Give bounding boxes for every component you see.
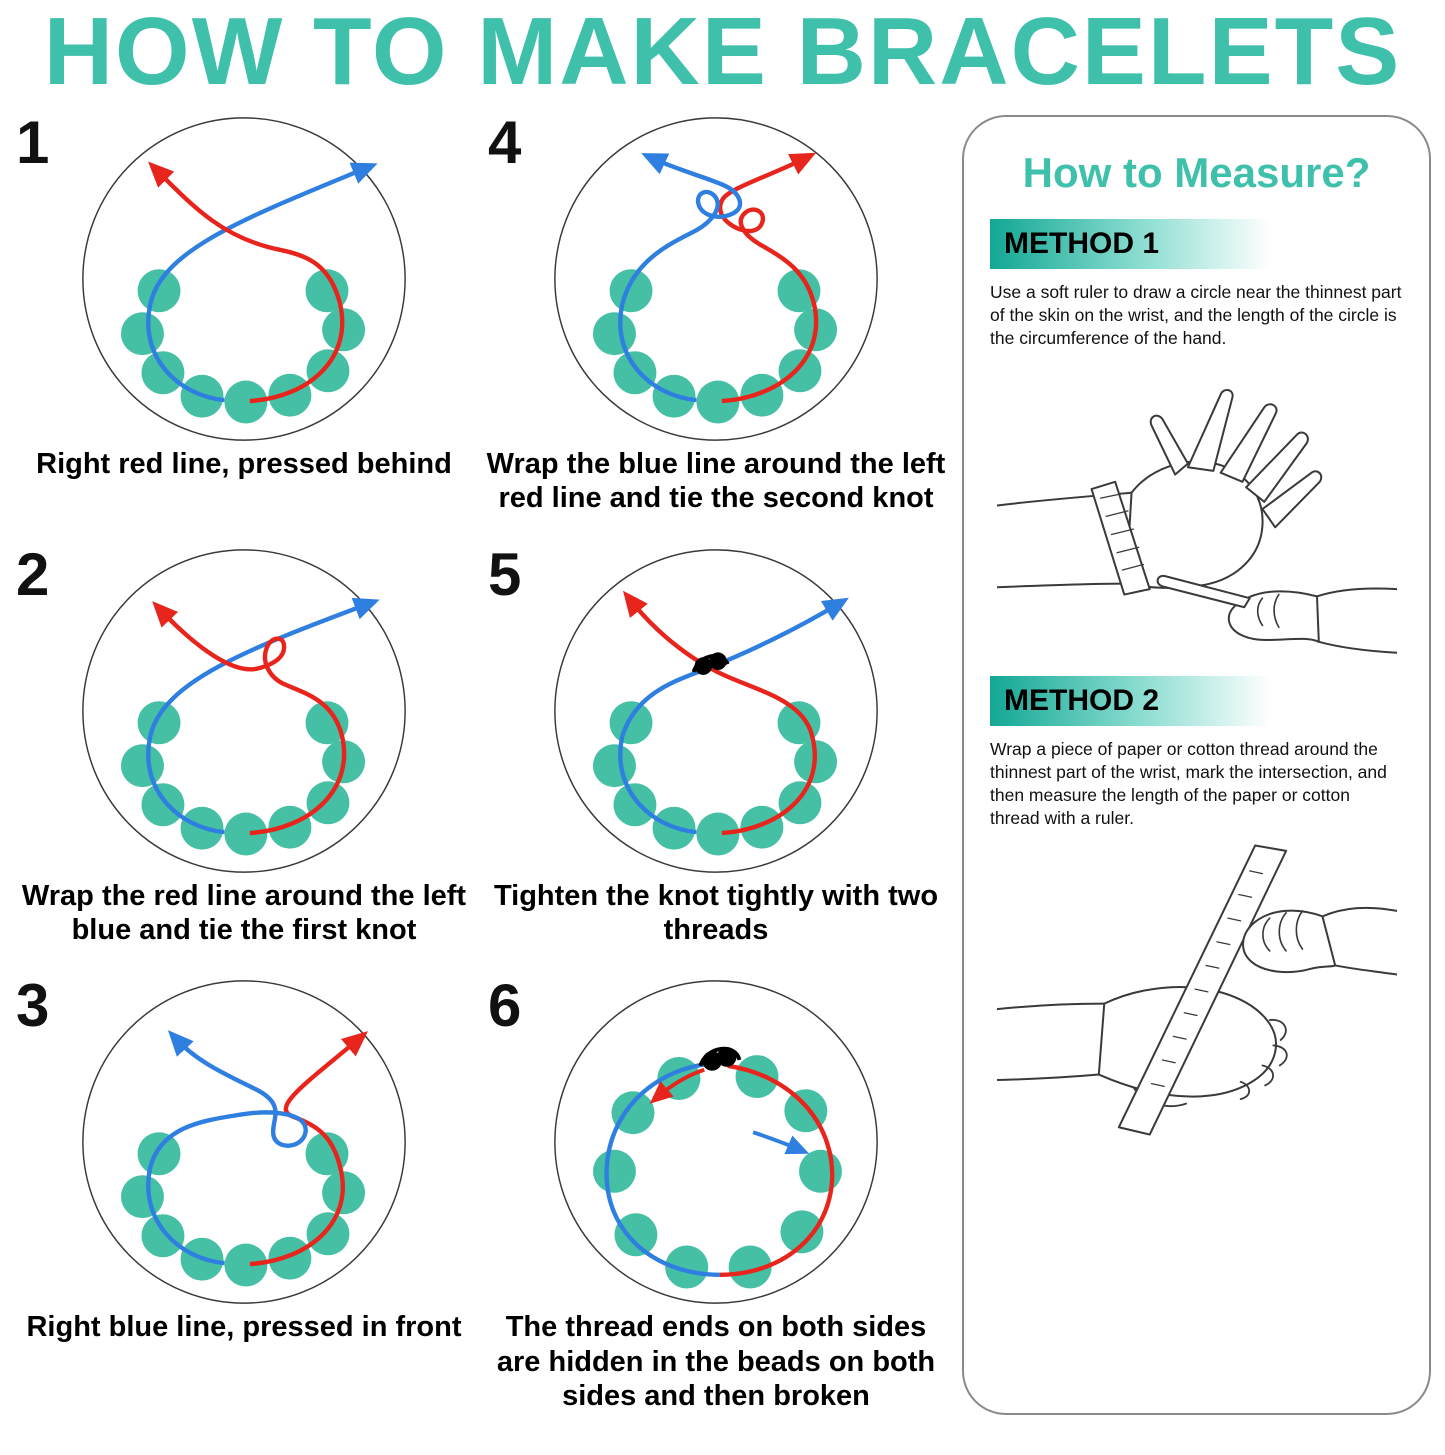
grasping-hand — [1241, 907, 1397, 976]
page-title: HOW TO MAKE BRACELETS — [43, 0, 1402, 105]
red-thread — [717, 152, 819, 404]
step-3-cell: 3 Right blue line, pressed in front — [8, 972, 480, 1414]
step-6-cell: 6 — [480, 972, 952, 1414]
beads — [120, 1132, 366, 1287]
step-1-cell: 1 Right red line, pressed behind — [8, 109, 480, 541]
beads — [120, 269, 366, 424]
knot — [698, 1047, 742, 1072]
step-5-cell: 5 Tighten the knot — [480, 541, 952, 973]
red-thread — [249, 1031, 368, 1267]
knot — [691, 651, 730, 675]
red-thread — [152, 600, 347, 835]
step-1-caption: Right red line, pressed behind — [36, 447, 452, 480]
measure-panel: How to Measure? METHOD 1 Use a soft rule… — [962, 114, 1431, 1415]
blue-thread-end — [752, 1130, 810, 1155]
steps-grid: 1 Right red line, pressed behind 4 — [8, 109, 952, 1415]
step-4-number: 4 — [488, 108, 522, 176]
content-area: 1 Right red line, pressed behind 4 — [0, 103, 1445, 1415]
paper-ruler-strip — [1117, 844, 1287, 1136]
step-3-caption: Right blue line, pressed in front — [26, 1311, 462, 1344]
method-2-text: Wrap a piece of paper or cotton thread a… — [990, 739, 1387, 829]
step-2-caption: Wrap the red line around the left blue a… — [21, 879, 467, 946]
measured-arm — [996, 389, 1322, 589]
method-2-illustration — [996, 844, 1397, 1136]
red-thread — [719, 1064, 835, 1278]
red-thread-end — [649, 1068, 705, 1105]
step-4-caption: Wrap the blue line around the left red l… — [486, 447, 946, 515]
step-1-number: 1 — [16, 108, 50, 176]
step-1-diagram — [82, 116, 406, 441]
pointing-hand — [1156, 574, 1397, 654]
method-1-heading: METHOD 1 — [990, 218, 1271, 269]
method-1-illustration — [996, 389, 1397, 654]
beads — [120, 700, 366, 856]
method-2-heading: METHOD 2 — [990, 676, 1271, 727]
step-3-number: 3 — [16, 972, 50, 1040]
step-3-diagram — [82, 980, 406, 1305]
step-2-diagram — [82, 548, 406, 873]
method-1-text: Use a soft ruler to draw a circle near t… — [990, 281, 1402, 348]
step-6-caption: The thread ends on both sides are hidden… — [496, 1311, 936, 1412]
step-2-number: 2 — [16, 540, 50, 608]
tape-measure-band — [1090, 480, 1151, 596]
step-6-diagram — [554, 980, 878, 1305]
step-4-cell: 4 Wrap the blue line around the left red… — [480, 109, 952, 541]
blue-thread — [146, 162, 378, 403]
step-4-diagram — [554, 116, 878, 441]
measure-panel-title: How to Measure? — [1022, 148, 1371, 196]
step-2-cell: 2 Wrap the red line around the left blue… — [8, 541, 480, 973]
step-6-number: 6 — [488, 972, 522, 1040]
blue-thread — [618, 597, 849, 834]
step-5-number: 5 — [488, 540, 522, 608]
step-5-caption: Tighten the knot tightly with two thread… — [493, 879, 939, 946]
blue-thread — [146, 1030, 308, 1266]
red-thread — [622, 590, 818, 835]
red-thread — [148, 161, 345, 404]
step-5-diagram — [554, 548, 878, 873]
blue-thread — [618, 152, 743, 403]
